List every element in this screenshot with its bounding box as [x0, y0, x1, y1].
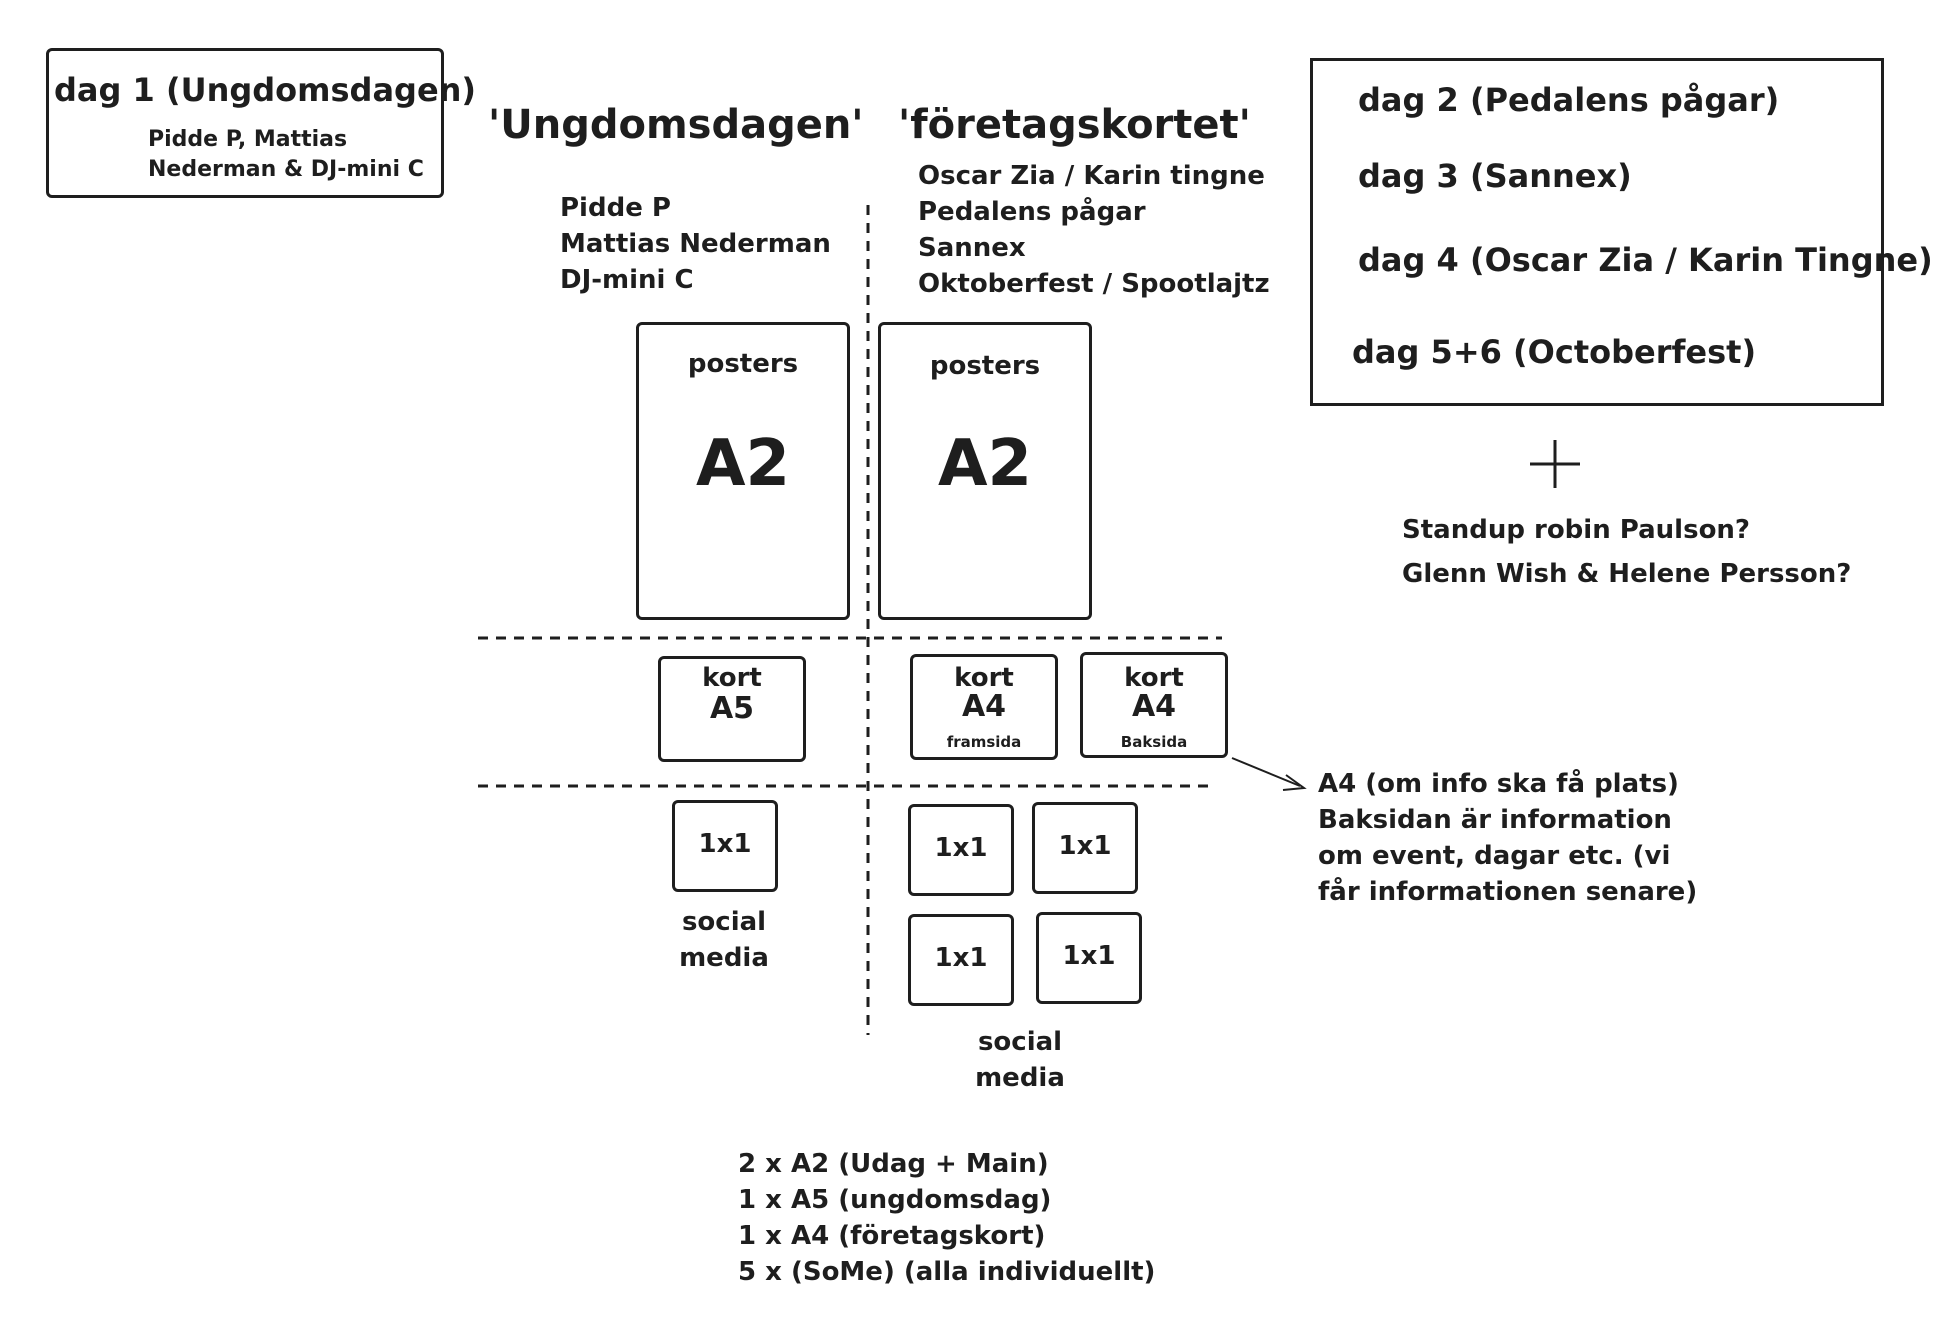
day1-artists-line1: Pidde P, Mattias — [148, 127, 348, 152]
left-artist-list: Pidde P Mattias Nederman DJ-mini C — [560, 190, 831, 298]
right-social-tile — [908, 804, 1014, 896]
left-social-tile-label: 1x1 — [698, 829, 752, 859]
right-social-tile-label: 1x1 — [934, 943, 988, 973]
a4-back-card-label: kort — [1124, 663, 1184, 693]
day1-box — [46, 48, 444, 198]
left-social-label-line1: social — [681, 907, 767, 937]
right-social-tile-label: 1x1 — [1058, 831, 1112, 861]
summary-line: 1 x A4 (företagskort) — [738, 1221, 1046, 1251]
right-artist-list: Oscar Zia / Karin tingne Pedalens pågar … — [918, 158, 1270, 302]
left-poster-size: A2 — [695, 427, 791, 501]
extras-list: Standup robin Paulson? Glenn Wish & Hele… — [1402, 508, 1851, 596]
day-item: dag 4 (Oscar Zia / Karin Tingne) — [1358, 241, 1933, 279]
days-box — [1310, 58, 1884, 406]
right-poster-box — [878, 322, 1092, 620]
left-artist: Mattias Nederman — [560, 229, 831, 259]
day-item: dag 2 (Pedalens pågar) — [1358, 81, 1780, 119]
summary-line: 5 x (SoMe) (alla individuellt) — [738, 1257, 1156, 1287]
right-artist: Sannex — [918, 233, 1026, 263]
extra-item: Glenn Wish & Helene Persson? — [1402, 559, 1852, 589]
day1-title: dag 1 (Ungdomsdagen) — [54, 71, 477, 109]
a4-front-card-box — [910, 654, 1058, 760]
day-item: dag 3 (Sannex) — [1358, 157, 1632, 195]
a5-card-label: kort — [702, 663, 762, 693]
extra-item: Standup robin Paulson? — [1402, 515, 1751, 545]
right-social-label-line1: social — [977, 1027, 1063, 1057]
back-note-line: om event, dagar etc. (vi — [1318, 841, 1671, 871]
right-artist: Oktoberfest / Spootlajtz — [918, 269, 1270, 299]
left-artist: DJ-mini C — [560, 265, 694, 295]
arrow-head — [1282, 774, 1307, 791]
a4-front-card-side: framsida — [946, 733, 1022, 751]
summary-line: 2 x A2 (Udag + Main) — [738, 1149, 1049, 1179]
a4-back-card-box — [1080, 652, 1228, 758]
left-social-tile — [672, 800, 778, 892]
left-artist: Pidde P — [560, 193, 671, 223]
arrow-line — [1231, 757, 1301, 787]
right-artist: Pedalens pågar — [918, 197, 1146, 227]
right-artist: Oscar Zia / Karin tingne — [918, 161, 1265, 191]
right-poster-size: A2 — [937, 427, 1033, 501]
back-note-line: Baksidan är information — [1318, 805, 1672, 835]
back-note-line: får informationen senare) — [1318, 877, 1698, 907]
a5-card-size: A5 — [709, 691, 755, 726]
back-note-line: A4 (om info ska få plats) — [1318, 769, 1679, 799]
right-social-label-line2: media — [975, 1063, 1065, 1093]
right-poster-label: posters — [929, 351, 1041, 381]
a4-back-card-size: A4 — [1131, 689, 1177, 724]
left-poster-box — [636, 322, 850, 620]
right-social-tile-label: 1x1 — [1062, 941, 1116, 971]
foretagskortet-heading: 'företagskortet' — [898, 102, 1251, 148]
day1-artists-line2: Nederman & DJ-mini C — [148, 157, 424, 182]
a4-front-card-size: A4 — [961, 689, 1007, 724]
left-social-label-line2: media — [679, 943, 769, 973]
a5-card-box — [658, 656, 806, 762]
ungdomsdagen-heading: 'Ungdomsdagen' — [488, 102, 864, 148]
a4-back-card-side: Baksida — [1120, 733, 1188, 751]
summary-list: 2 x A2 (Udag + Main) 1 x A5 (ungdomsdag)… — [738, 1146, 1155, 1290]
a4-front-card-label: kort — [954, 663, 1014, 693]
summary-line: 1 x A5 (ungdomsdag) — [738, 1185, 1052, 1215]
back-note: A4 (om info ska få plats) Baksidan är in… — [1318, 766, 1697, 910]
day-item: dag 5+6 (Octoberfest) — [1352, 333, 1757, 371]
right-social-tile — [908, 914, 1014, 1006]
left-poster-label: posters — [687, 349, 799, 379]
right-social-tile — [1032, 802, 1138, 894]
right-social-tile-label: 1x1 — [934, 833, 988, 863]
right-social-tile — [1036, 912, 1142, 1004]
